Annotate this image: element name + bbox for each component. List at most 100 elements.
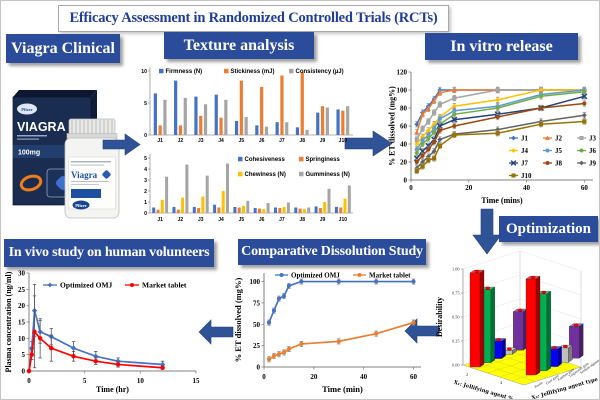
svg-text:J4: J4: [218, 138, 224, 144]
svg-text:4: 4: [144, 167, 147, 173]
svg-text:20: 20: [400, 159, 408, 167]
svg-text:2: 2: [466, 372, 468, 377]
svg-text:J10: J10: [339, 138, 348, 144]
svg-text:5: 5: [22, 351, 26, 359]
svg-text:X₁: Jellifying agent %: X₁: Jellifying agent %: [453, 380, 514, 400]
svg-text:40: 40: [360, 373, 368, 381]
svg-text:J7: J7: [279, 217, 285, 223]
svg-text:% ET dissolved (mg%): % ET dissolved (mg%): [388, 86, 397, 166]
svg-text:X₂: Jellifying agent type: X₂: Jellifying agent type: [531, 376, 599, 400]
svg-text:J3: J3: [198, 138, 204, 144]
svg-text:25: 25: [18, 286, 26, 294]
svg-text:10: 10: [141, 69, 147, 75]
panel-header-texture-analysis: Texture analysis: [164, 32, 314, 59]
svg-text:10: 10: [137, 377, 145, 385]
svg-text:J2: J2: [178, 138, 184, 144]
svg-text:Cohesiveness: Cohesiveness: [245, 157, 286, 163]
svg-text:5: 5: [83, 377, 87, 385]
svg-text:0: 0: [27, 377, 31, 385]
svg-text:Firmness (N): Firmness (N): [166, 69, 203, 75]
svg-text:J4: J4: [521, 147, 529, 155]
svg-text:Optimized OMJ: Optimized OMJ: [60, 281, 113, 290]
svg-text:J9: J9: [320, 217, 326, 223]
svg-text:J1: J1: [521, 135, 529, 143]
svg-text:Market tablet: Market tablet: [142, 281, 187, 290]
svg-text:J5: J5: [239, 138, 245, 144]
svg-text:J6: J6: [259, 217, 265, 223]
svg-text:15: 15: [18, 319, 26, 327]
svg-text:0: 0: [262, 373, 266, 381]
svg-text:J5: J5: [239, 217, 245, 223]
svg-text:0.25: 0.25: [452, 339, 460, 344]
svg-text:J3: J3: [589, 135, 597, 143]
svg-text:0.75: 0.75: [452, 291, 460, 296]
svg-text:60: 60: [410, 373, 418, 381]
svg-text:30: 30: [18, 270, 26, 278]
pfizer-logo-bottle: Pfizer: [75, 203, 87, 208]
svg-text:100: 100: [397, 87, 408, 95]
svg-text:J1: J1: [157, 217, 163, 223]
svg-text:80: 80: [400, 105, 408, 113]
svg-text:J7: J7: [279, 138, 285, 144]
svg-text:J10: J10: [339, 217, 348, 223]
svg-text:Gumminess (N): Gumminess (N): [306, 172, 350, 178]
svg-text:75: 75: [253, 299, 261, 307]
svg-text:Pectin: Pectin: [534, 381, 544, 390]
svg-text:0: 0: [257, 364, 261, 372]
box-brand-text: VIAGRA: [17, 120, 66, 134]
bottle-brand-text: Viagra: [71, 170, 98, 180]
svg-text:60: 60: [400, 123, 408, 131]
svg-text:0: 0: [404, 177, 408, 185]
svg-text:20: 20: [18, 302, 26, 310]
svg-text:120: 120: [397, 69, 408, 77]
svg-text:Chewiness (N): Chewiness (N): [245, 172, 286, 178]
svg-text:0.00: 0.00: [452, 363, 460, 368]
svg-text:5: 5: [144, 156, 147, 162]
box-dose-text: 100mg: [18, 150, 40, 157]
panel-header-invitro-release: In vitro release: [425, 33, 578, 60]
svg-text:J7: J7: [521, 160, 529, 168]
svg-text:3: 3: [144, 178, 147, 184]
svg-text:Guar gum: Guar gum: [545, 374, 559, 386]
svg-text:Time (mins): Time (mins): [481, 196, 523, 205]
svg-text:J2: J2: [555, 135, 563, 143]
svg-text:Springiness: Springiness: [306, 157, 341, 163]
svg-text:100: 100: [250, 278, 261, 286]
svg-text:J2: J2: [178, 217, 184, 223]
svg-text:1: 1: [144, 200, 147, 206]
svg-text:1.00: 1.00: [452, 267, 460, 272]
svg-text:Consistency (µJ): Consistency (µJ): [296, 69, 344, 75]
svg-text:20: 20: [465, 184, 473, 192]
svg-text:0: 0: [22, 368, 26, 376]
panel-header-viagra-clinical: Viagra Clinical: [6, 34, 120, 63]
viagra-bottle: Viagra Pfizer: [64, 118, 120, 219]
svg-text:J9: J9: [320, 138, 326, 144]
svg-text:J6: J6: [589, 147, 597, 155]
svg-text:0: 0: [144, 133, 147, 139]
flow-arrow-product-to-texture: [102, 133, 141, 156]
svg-text:Optimized OMJ: Optimized OMJ: [291, 272, 340, 280]
svg-text:J9: J9: [589, 160, 597, 168]
orange-ring-graphic: [19, 174, 43, 192]
svg-text:50: 50: [253, 321, 261, 329]
svg-text:Time (min): Time (min): [322, 384, 363, 394]
svg-text:25: 25: [253, 342, 261, 350]
svg-text:J5: J5: [555, 147, 563, 155]
svg-text:15: 15: [193, 377, 201, 385]
pfizer-logo-box: Pfizer: [21, 107, 33, 112]
flow-arrow-invitro-to-optimization: [472, 208, 502, 255]
svg-text:J8: J8: [555, 160, 563, 168]
svg-text:0.50: 0.50: [452, 315, 460, 320]
svg-text:J3: J3: [198, 217, 204, 223]
panel-header-dissolution-study: Comparative Dissolution Study: [238, 239, 426, 265]
svg-text:10: 10: [18, 335, 26, 343]
svg-text:J1: J1: [157, 138, 163, 144]
svg-text:% ET dissolved (mg%): % ET dissolved (mg%): [233, 278, 243, 363]
svg-text:J8: J8: [299, 217, 305, 223]
svg-text:40: 40: [523, 184, 531, 192]
